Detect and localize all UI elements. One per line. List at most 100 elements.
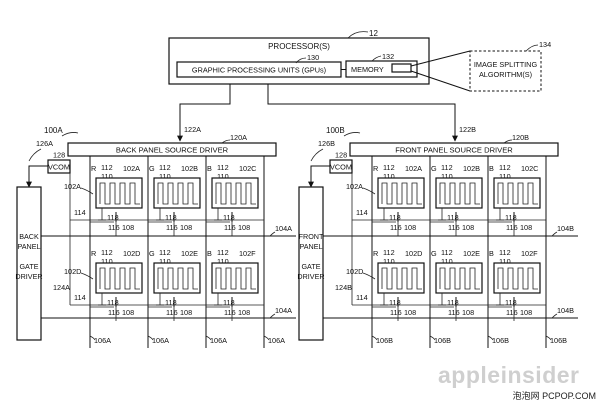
- data-line-ref-leader: [89, 335, 96, 341]
- algorithm-box: [469, 50, 542, 92]
- pixel-circuit-ref: 108: [122, 308, 134, 317]
- pixel-ref: 102E: [463, 249, 480, 258]
- pixel-row-ref: 102D: [346, 267, 363, 276]
- gate-driver-box: [16, 186, 42, 341]
- pixel-circuit-ref: 108: [404, 308, 416, 317]
- panel-ref-leader: [61, 132, 79, 137]
- pixel-cell-ref: 110: [101, 172, 113, 181]
- tft-gate-ref: 116: [506, 223, 518, 232]
- gate-enable-line: [26, 165, 48, 188]
- electrode-ref: 112: [217, 163, 229, 172]
- gate-line-ref: 104B: [557, 224, 574, 233]
- pixel-ref: 102C: [239, 164, 256, 173]
- gate-driver-label-line: GATE: [19, 262, 38, 271]
- bus-ref-b: 122B: [459, 125, 476, 134]
- tft-gate-ref: 116: [108, 308, 120, 317]
- finger-electrode: [99, 267, 140, 290]
- algorithm-ref-leader: [525, 44, 539, 52]
- processor-ref: 12: [369, 29, 378, 38]
- electrode-ref: 112: [159, 163, 171, 172]
- source-driver-ref-leader: [503, 139, 513, 144]
- panel-ref-leader: [343, 132, 361, 137]
- electrode-ref: 112: [101, 248, 113, 257]
- tft-gate-ref: 116: [448, 223, 460, 232]
- finger-electrode: [157, 267, 198, 290]
- pixel-row-ref-leader: [80, 187, 94, 195]
- pixel-row-ref: 102A: [346, 182, 363, 191]
- vcom-ref: 128: [53, 151, 65, 160]
- tft-ref: 118: [165, 298, 177, 307]
- electrode-ref: 112: [217, 248, 229, 257]
- memory-store: [391, 63, 412, 73]
- pixel-ref: 102B: [463, 164, 480, 173]
- pixel-cell-ref: 110: [499, 172, 511, 181]
- tft-ref: 118: [447, 298, 459, 307]
- gate-driver-label-line: PANEL: [17, 242, 40, 251]
- pixel-circuit-ref: 108: [520, 223, 532, 232]
- gate-driver-label-ref: 124B: [335, 283, 352, 292]
- processor-ref-leader: [347, 31, 369, 39]
- data-line-ref-leader: [371, 335, 378, 341]
- pixel-row-ref-leader: [362, 272, 376, 280]
- bus-ref-a: 122A: [184, 125, 201, 134]
- gate-driver-label-line: BACK: [19, 232, 39, 241]
- pixel-color-label: R: [91, 164, 96, 173]
- pixel-row-ref: 102D: [64, 267, 81, 276]
- pixel-row-ref-leader: [80, 272, 94, 280]
- pixel-circuit-ref: 108: [180, 308, 192, 317]
- tft-gate-ref: 116: [166, 308, 178, 317]
- gate-line-ref: 104B: [557, 306, 574, 315]
- pixel-cell-ref: 110: [499, 257, 511, 266]
- gate-driver-label-line: PANEL: [299, 242, 322, 251]
- algorithm-link-top: [410, 50, 471, 67]
- tft-gate-ref: 116: [448, 308, 460, 317]
- source-driver-label: FRONT PANEL SOURCE DRIVER: [395, 146, 513, 155]
- data-line-ref: 106B: [550, 336, 567, 345]
- pixel-ref: 102A: [123, 164, 140, 173]
- pixel-ref: 102A: [405, 164, 422, 173]
- source-driver-box: [349, 142, 559, 157]
- memory-ref: 132: [382, 52, 394, 61]
- tft-gate-ref: 116: [166, 223, 178, 232]
- pixel-color-label: R: [373, 249, 378, 258]
- source-driver-ref: 120A: [230, 133, 247, 142]
- pixel-color-label: B: [207, 164, 212, 173]
- pixel-cell-ref: 110: [217, 172, 229, 181]
- tft-gate-ref: 116: [506, 308, 518, 317]
- gate-line-ref-leader: [269, 231, 276, 237]
- storage-ref: 114: [356, 293, 368, 302]
- pixel-circuit-ref: 108: [462, 308, 474, 317]
- gate-driver-label-line: DRIVER: [15, 272, 42, 281]
- tft-gate-ref: 116: [224, 308, 236, 317]
- pixel-ref: 102C: [521, 164, 538, 173]
- pixel-ref: 102B: [181, 164, 198, 173]
- electrode-ref: 112: [441, 248, 453, 257]
- gate-driver-label-ref: 124A: [53, 283, 70, 292]
- pixel-row-ref-leader: [362, 187, 376, 195]
- pixel-row-ref: 102A: [64, 182, 81, 191]
- data-line-ref: 106A: [210, 336, 227, 345]
- source-driver-ref: 120B: [512, 133, 529, 142]
- pixel-color-label: B: [207, 249, 212, 258]
- gate-driver-label-line: DRIVER: [297, 272, 324, 281]
- data-line-ref-leader: [429, 335, 436, 341]
- gate-driver-label-line: FRONT: [299, 232, 324, 241]
- panel-ref: 100A: [44, 126, 63, 135]
- gate-line-ref-leader: [269, 313, 276, 319]
- pixel-ref: 102F: [521, 249, 538, 258]
- tft-ref: 118: [107, 298, 119, 307]
- data-line-ref: 106A: [94, 336, 111, 345]
- pixel-color-label: B: [489, 249, 494, 258]
- gate-driver-ref-leader: [310, 148, 324, 162]
- data-line-ref-leader: [263, 335, 270, 341]
- storage-ref: 114: [74, 293, 86, 302]
- finger-electrode: [497, 267, 538, 290]
- pixel-circuit-ref: 108: [180, 223, 192, 232]
- site-credit: 泡泡网 PCPOP.COM: [512, 391, 596, 401]
- finger-electrode: [215, 267, 256, 290]
- data-line-ref-leader: [205, 335, 212, 341]
- electrode-ref: 112: [499, 163, 511, 172]
- gate-enable-line: [308, 165, 330, 188]
- pixel-color-label: R: [373, 164, 378, 173]
